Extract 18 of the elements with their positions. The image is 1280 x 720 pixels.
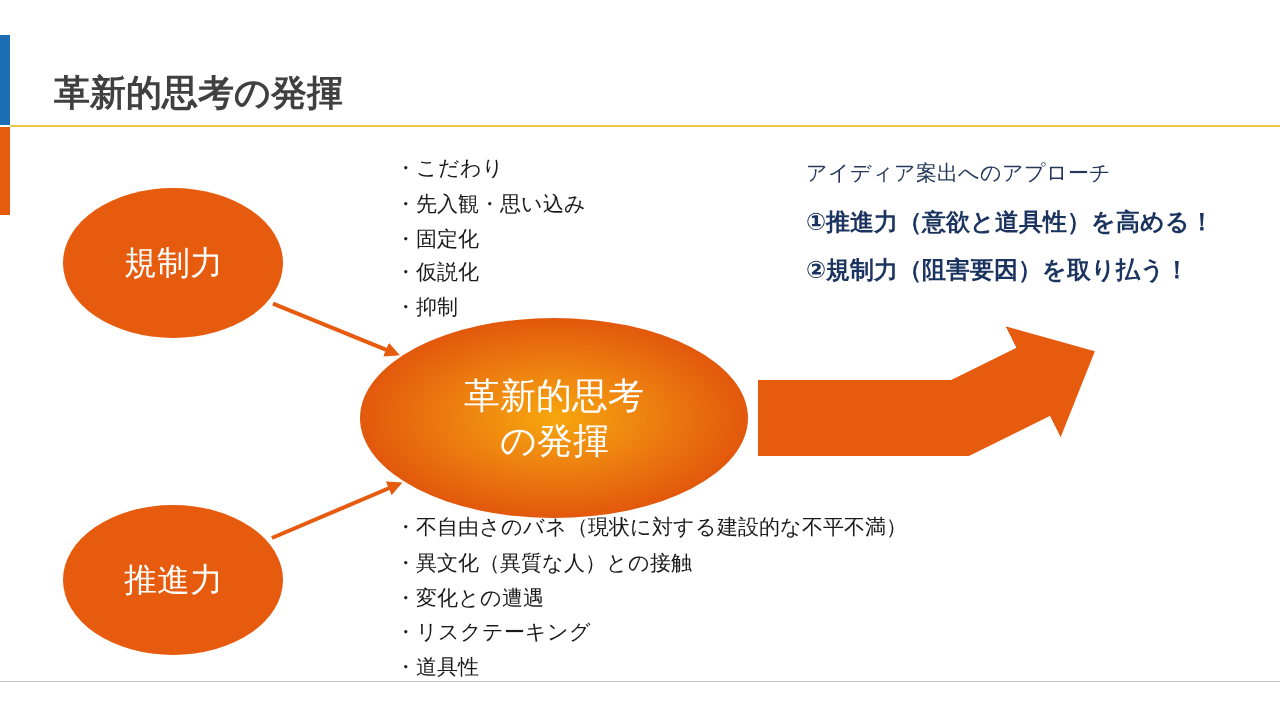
list-item: ・先入観・思い込み	[395, 192, 586, 218]
list-item: ・抑制	[395, 295, 458, 321]
arrow	[272, 301, 400, 357]
list-item: ・仮説化	[395, 260, 479, 286]
page-title: 革新的思考の発揮	[54, 71, 343, 115]
list-item: ・変化との遭遇	[395, 586, 544, 612]
list-item: ・道具性	[395, 655, 479, 681]
list-item: ・リスクテーキング	[395, 620, 591, 646]
ellipse-node: 推進力	[63, 505, 283, 655]
ellipse-node: 規制力	[63, 188, 283, 338]
list-item: ・異文化（異質な人）との接触	[395, 551, 692, 577]
key-point: ②規制力（阻害要因）を取り払う！	[806, 255, 1190, 285]
list-item: ・不自由さのバネ（現状に対する建設的な不平不満）	[395, 515, 907, 541]
arrow	[271, 481, 403, 540]
section-heading: アイディア案出へのアプローチ	[806, 161, 1111, 187]
key-point: ①推進力（意欲と道具性）を高める！	[806, 207, 1215, 237]
list-item: ・固定化	[395, 227, 479, 253]
list-item: ・こだわり	[395, 156, 504, 182]
